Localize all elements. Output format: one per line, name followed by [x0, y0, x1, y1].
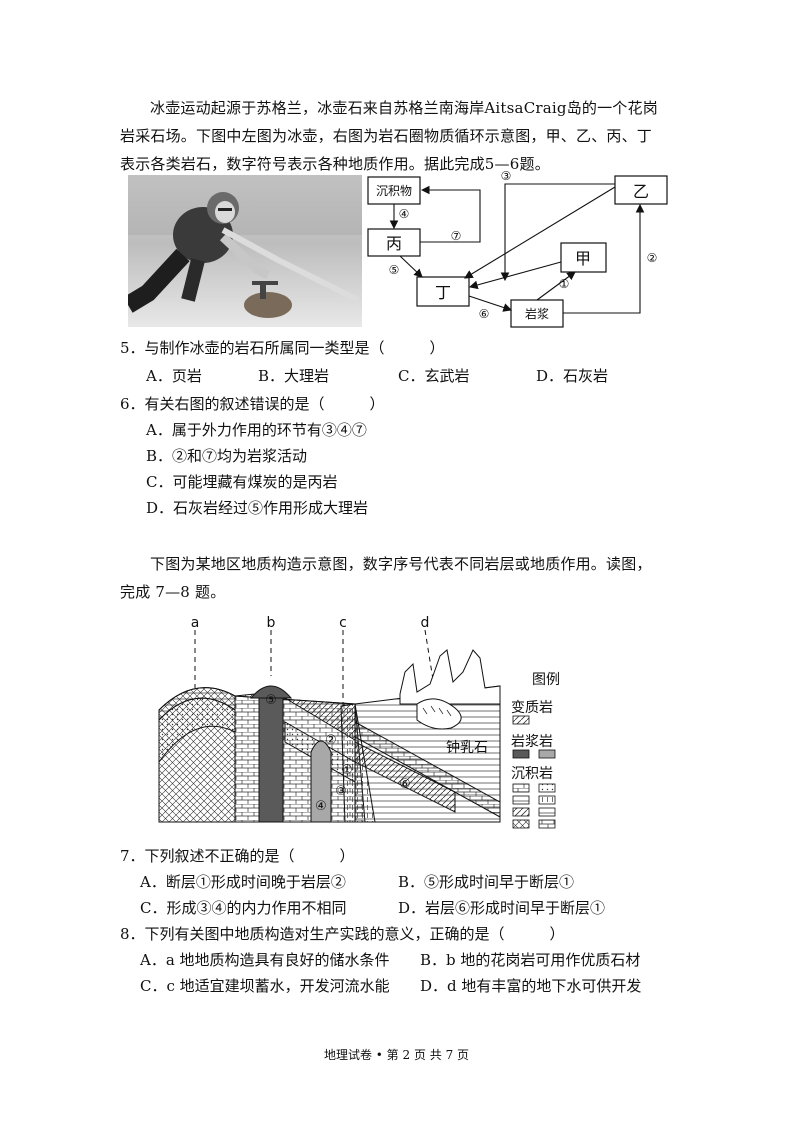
box-bing [367, 228, 421, 257]
box-yi [614, 175, 668, 205]
q7-option-a[interactable]: A．断层①形成时间晚于岩层② [140, 873, 346, 891]
q5-option-a[interactable]: A．页岩 [146, 367, 202, 385]
num-6-geo: ⑥ [399, 777, 411, 792]
q7-option-b[interactable]: B．⑤形成时间早于断层① [398, 873, 575, 891]
label-a: a [191, 615, 200, 631]
num-1: ① [559, 277, 570, 291]
box-jia [560, 242, 607, 273]
label-yi: 乙 [633, 182, 649, 201]
q8-option-d[interactable]: D．d 地有丰富的地下水可供开发 [420, 977, 642, 995]
legend-sedimentary: 沉积岩 [511, 766, 553, 782]
legend-metamorphic: 变质岩 [511, 700, 553, 716]
label-b: b [267, 615, 276, 631]
page-footer: 地理试卷 • 第 2 页 共 7 页 [323, 1048, 470, 1062]
q8-option-b[interactable]: B．b 地的花岗岩可用作优质石材 [420, 951, 641, 969]
q8-option-a[interactable]: A．a 地地质构造具有良好的储水条件 [140, 951, 390, 969]
q5-option-c[interactable]: C．玄武岩 [398, 367, 470, 385]
q6-option-d[interactable]: D．石灰岩经过⑤作用形成大理岩 [146, 499, 369, 517]
intro-paragraph-2: 下图为某地区地质构造示意图，数字序号代表不同岩层或地质作用。读图，完成 7—8 … [120, 555, 652, 601]
rock-cycle-diagram: 沉积物 丙 丁 甲 乙 岩浆 ④ ⑤ ⑥ ① ② ③ ⑦ [367, 170, 668, 328]
legend-title: 图例 [532, 672, 560, 688]
box-ding [416, 276, 470, 307]
q5-option-d[interactable]: D．石灰岩 [536, 367, 609, 385]
legend-igneous: 岩浆岩 [511, 734, 553, 750]
label-ding: 丁 [435, 283, 451, 302]
num-3-geo: ③ [335, 784, 347, 799]
num-6: ⑥ [479, 307, 490, 321]
q8-option-c[interactable]: C．c 地适宜建坝蓄水，开发河流水能 [140, 977, 390, 995]
num-5: ⑤ [389, 263, 400, 277]
q6-option-a[interactable]: A．属于外力作用的环节有③④⑦ [146, 421, 367, 439]
legend: 图例 变质岩 岩浆岩 沉积岩 [511, 672, 560, 829]
label-d: d [421, 615, 430, 631]
num-2-geo: ② [325, 733, 337, 748]
q7-option-c[interactable]: C．形成③④的内力作用不相同 [140, 899, 347, 917]
q6-option-b[interactable]: B．②和⑦均为岩浆活动 [146, 447, 308, 465]
label-sediment: 沉积物 [376, 184, 412, 198]
num-1-geo: ① [341, 763, 353, 778]
box-magma [510, 299, 564, 328]
intro-paragraph-1: 冰壶运动起源于苏格兰，冰壶石来自苏格兰南海岸AitsaCraig岛的一个花岗岩采… [120, 99, 658, 173]
label-c: c [339, 615, 347, 631]
box-sediment [367, 176, 421, 205]
question-5: 5．与制作冰壶的岩石所属同一类型是（ ） [120, 339, 445, 357]
label-magma: 岩浆 [525, 306, 549, 321]
geology-cross-section: a b c d ⑤ ② ① ③ ④ [158, 615, 560, 829]
question-8: 8．下列有关图中地质构造对生产实践的意义，正确的是（ ） [120, 925, 565, 943]
question-6: 6．有关右图的叙述错误的是（ ） [120, 395, 385, 413]
q6-option-c[interactable]: C．可能埋藏有煤炭的是丙岩 [146, 473, 338, 491]
question-7: 7．下列叙述不正确的是（ ） [120, 847, 355, 865]
num-4: ④ [399, 207, 410, 221]
num-2: ② [647, 251, 658, 265]
num-4-geo: ④ [315, 799, 327, 814]
q5-option-b[interactable]: B．大理岩 [258, 367, 330, 385]
num-3: ③ [501, 170, 512, 183]
num-7: ⑦ [451, 229, 462, 243]
label-bing: 丙 [386, 234, 402, 253]
curling-photo [128, 175, 362, 327]
num-5-geo: ⑤ [265, 693, 277, 708]
cave-label: 钟乳石 [446, 739, 488, 756]
q7-option-d[interactable]: D．岩层⑥形成时间早于断层① [398, 899, 606, 917]
label-jia: 甲 [575, 249, 591, 268]
